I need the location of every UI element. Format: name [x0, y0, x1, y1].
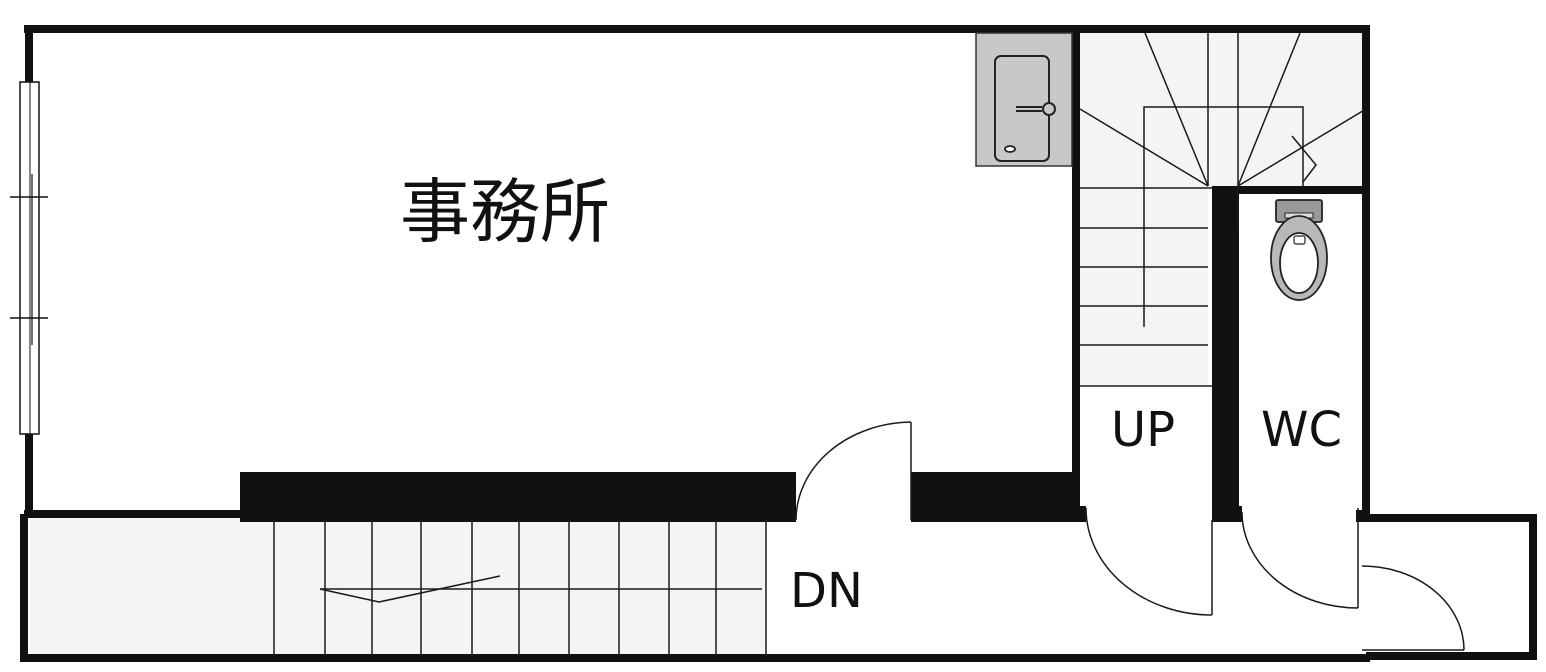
toilet-icon [1270, 199, 1328, 301]
wc-door-jamb [1212, 506, 1242, 522]
exit-door [1361, 565, 1465, 651]
stair-partition [1212, 186, 1236, 520]
refrigerator-icon [975, 32, 1073, 167]
lower-stair-fill [30, 518, 766, 656]
stair-up-label: UP [1111, 402, 1175, 458]
up-door [1085, 507, 1213, 616]
upper-landing-fill [1080, 33, 1366, 186]
toilet-label: WC [1261, 402, 1342, 458]
office-door [795, 421, 912, 521]
thick-walls [240, 186, 1370, 522]
lower-stairs [273, 518, 767, 656]
office-label: 事務所 [400, 171, 610, 253]
up-door-jamb [1080, 506, 1086, 522]
corridor-wall-right [911, 472, 1080, 522]
corridor-wall-left [240, 472, 796, 522]
upper-stairs [1079, 32, 1367, 387]
corridor-end-jamb [1356, 510, 1370, 522]
stair-down-label: DN [790, 563, 863, 619]
wc-door [1241, 508, 1359, 609]
window [10, 81, 48, 435]
doors [795, 421, 1465, 651]
